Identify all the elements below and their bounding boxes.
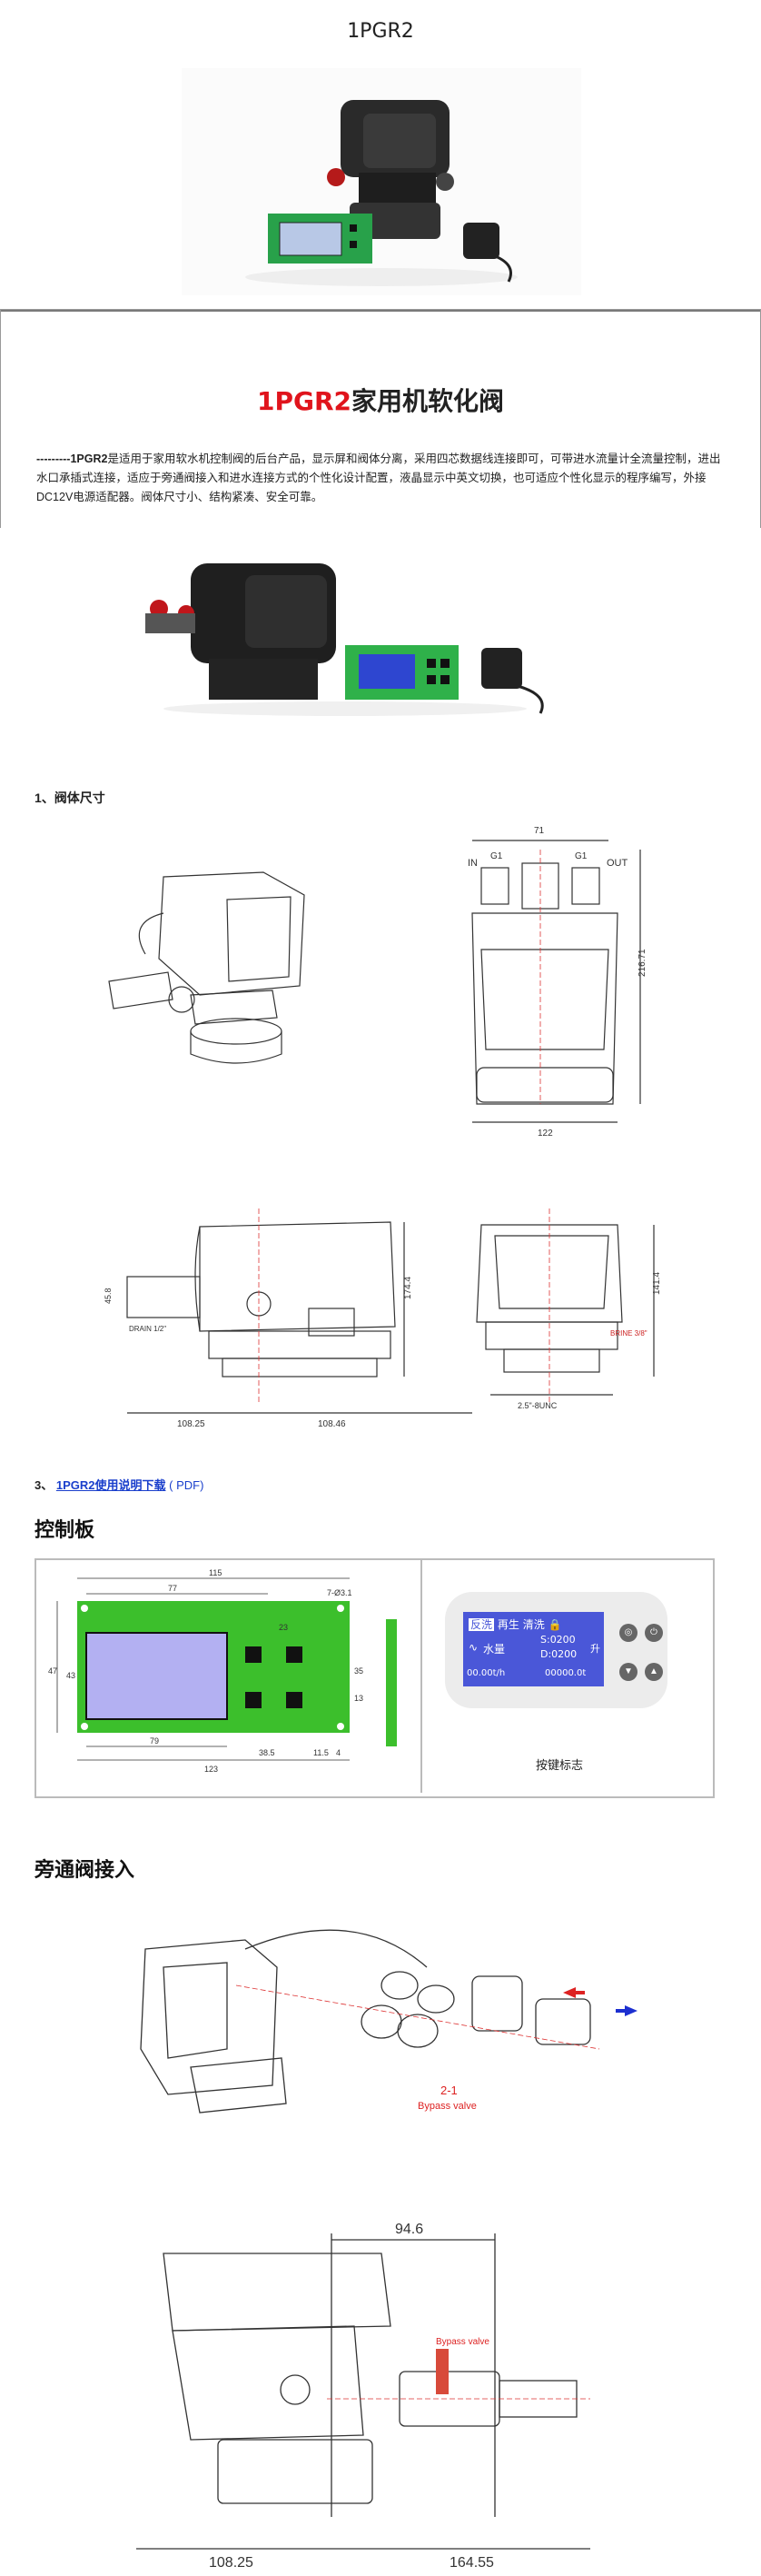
lcd-water-label: 水量 [483, 1643, 506, 1656]
board-dim-43: 43 [66, 1671, 75, 1680]
lcd-backwash: 反洗 [469, 1618, 495, 1631]
bypass-label-text: Bypass valve [418, 2101, 477, 2112]
bypass-top-dim: 94.6 [395, 2222, 423, 2237]
dim-bottom-width: 122 [538, 1129, 553, 1139]
bypass-tag: Bypass valve [436, 2337, 489, 2347]
board-dim-47: 47 [48, 1666, 57, 1676]
dim-right: 108.46 [318, 1419, 346, 1429]
section-dimensions-label: 1、阀体尺寸 [35, 791, 105, 805]
bypass-label-num: 2-1 [440, 2084, 458, 2097]
bypass-right-dim: 164.55 [450, 2555, 494, 2567]
bypass-installed-drawing: 94.6 Bypass valve 108.25 164.55 [136, 2222, 590, 2567]
bypass-left-dim: 108.25 [209, 2555, 253, 2567]
board-dim-35: 35 [354, 1666, 363, 1676]
board-dim-11-5: 11.5 [313, 1748, 329, 1757]
product-name: 家用机软化阀 [351, 386, 505, 416]
intro-prefix: --------- [36, 453, 71, 465]
dim-thread: 2.5"-8UNC [518, 1401, 558, 1410]
label-brine: BRINE 3/8" [610, 1329, 647, 1338]
dim-height-front: 141.4 [652, 1272, 662, 1295]
board-dim-23: 23 [279, 1623, 288, 1632]
board-dim-79: 79 [150, 1736, 159, 1746]
board-dim-77: 77 [168, 1584, 177, 1593]
intro-text: 是适用于家用软水机控制阀的后台产品，显示屏和阀体分离，采用四芯数据线连接即可，可… [36, 453, 721, 503]
label-drain: DRAIN 1/2" [129, 1325, 166, 1333]
panel-divider [420, 1560, 422, 1793]
intro-model: 1PGR2 [70, 453, 108, 465]
menu-button[interactable]: ◎ [619, 1624, 637, 1642]
download-line: 3、 1PGR2使用说明下载 ( PDF) [35, 1476, 203, 1493]
product-intro: ---------1PGR2是适用于家用软水机控制阀的后台产品，显示屏和阀体分离… [36, 450, 726, 507]
water-icon: ∿ [469, 1641, 479, 1654]
lcd-keypad: 反洗 再生 清洗 🔒 ∿ 水量 S:0200 D:0200 升 00.00t/h… [445, 1592, 667, 1708]
board-dim-13: 13 [354, 1694, 363, 1703]
board-drawing: 115 77 23 7-Ø3.1 47 43 79 123 38.5 11.5 … [48, 1568, 397, 1774]
board-dim-38-5: 38.5 [259, 1748, 275, 1757]
lcd-unit: 升 [590, 1643, 600, 1655]
lcd-total: 00000.0t [545, 1668, 587, 1678]
lock-icon: 🔒 [548, 1618, 562, 1631]
dim-small: 45.8 [104, 1288, 113, 1304]
lcd-flow: 00.00t/h [467, 1668, 506, 1678]
dim-left: 108.25 [177, 1419, 205, 1429]
board-dim-4: 4 [336, 1748, 341, 1757]
lcd-d-value: D:0200 [540, 1648, 578, 1660]
lcd-s-value: S:0200 [540, 1634, 576, 1646]
dimension-drawing-2: 108.25 108.46 174.4 45.8 DRAIN 1/2" 141.… [104, 1208, 662, 1429]
down-button[interactable]: ▼ [619, 1663, 637, 1681]
download-suffix: ( PDF) [169, 1478, 204, 1492]
bypass-heading: 旁通阀接入 [35, 1859, 135, 1882]
key-label-caption: 按键标志 [536, 1758, 584, 1772]
board-dim-holes: 7-Ø3.1 [327, 1588, 352, 1597]
label-g1-left: G1 [490, 851, 503, 861]
product-model: 1PGR2 [256, 386, 351, 416]
page-title: 1PGR2 [347, 20, 414, 43]
dim-height-side: 174.4 [403, 1277, 413, 1299]
board-dim-123: 123 [204, 1765, 218, 1774]
control-board-heading: 控制板 [35, 1519, 95, 1542]
download-prefix: 3、 [35, 1478, 54, 1492]
label-in: IN [468, 858, 478, 869]
board-dim-115: 115 [209, 1568, 222, 1577]
dimension-drawing-1: 71 IN G1 G1 OUT 216.71 122 [108, 826, 647, 1139]
label-out: OUT [607, 858, 628, 869]
dim-top-width: 71 [534, 826, 545, 836]
lcd-screen: 反洗 再生 清洗 🔒 ∿ 水量 S:0200 D:0200 升 00.00t/h… [463, 1612, 604, 1686]
bypass-exploded-drawing: 2-1 Bypass valve [140, 1929, 637, 2114]
hero-product-photo [182, 68, 581, 295]
product-heading: 1PGR2家用机软化阀 [0, 382, 761, 418]
label-g1-right: G1 [575, 851, 588, 861]
lcd-rinse: 清洗 [522, 1618, 545, 1631]
dim-height: 216.71 [637, 949, 647, 977]
settings-button[interactable]: ⏻ [645, 1624, 663, 1642]
manual-download-link[interactable]: 1PGR2使用说明下载 [55, 1478, 166, 1492]
divider [0, 309, 761, 312]
product-photo-2 [118, 550, 590, 722]
lcd-regen: 再生 [497, 1618, 519, 1631]
up-button[interactable]: ▲ [645, 1663, 663, 1681]
